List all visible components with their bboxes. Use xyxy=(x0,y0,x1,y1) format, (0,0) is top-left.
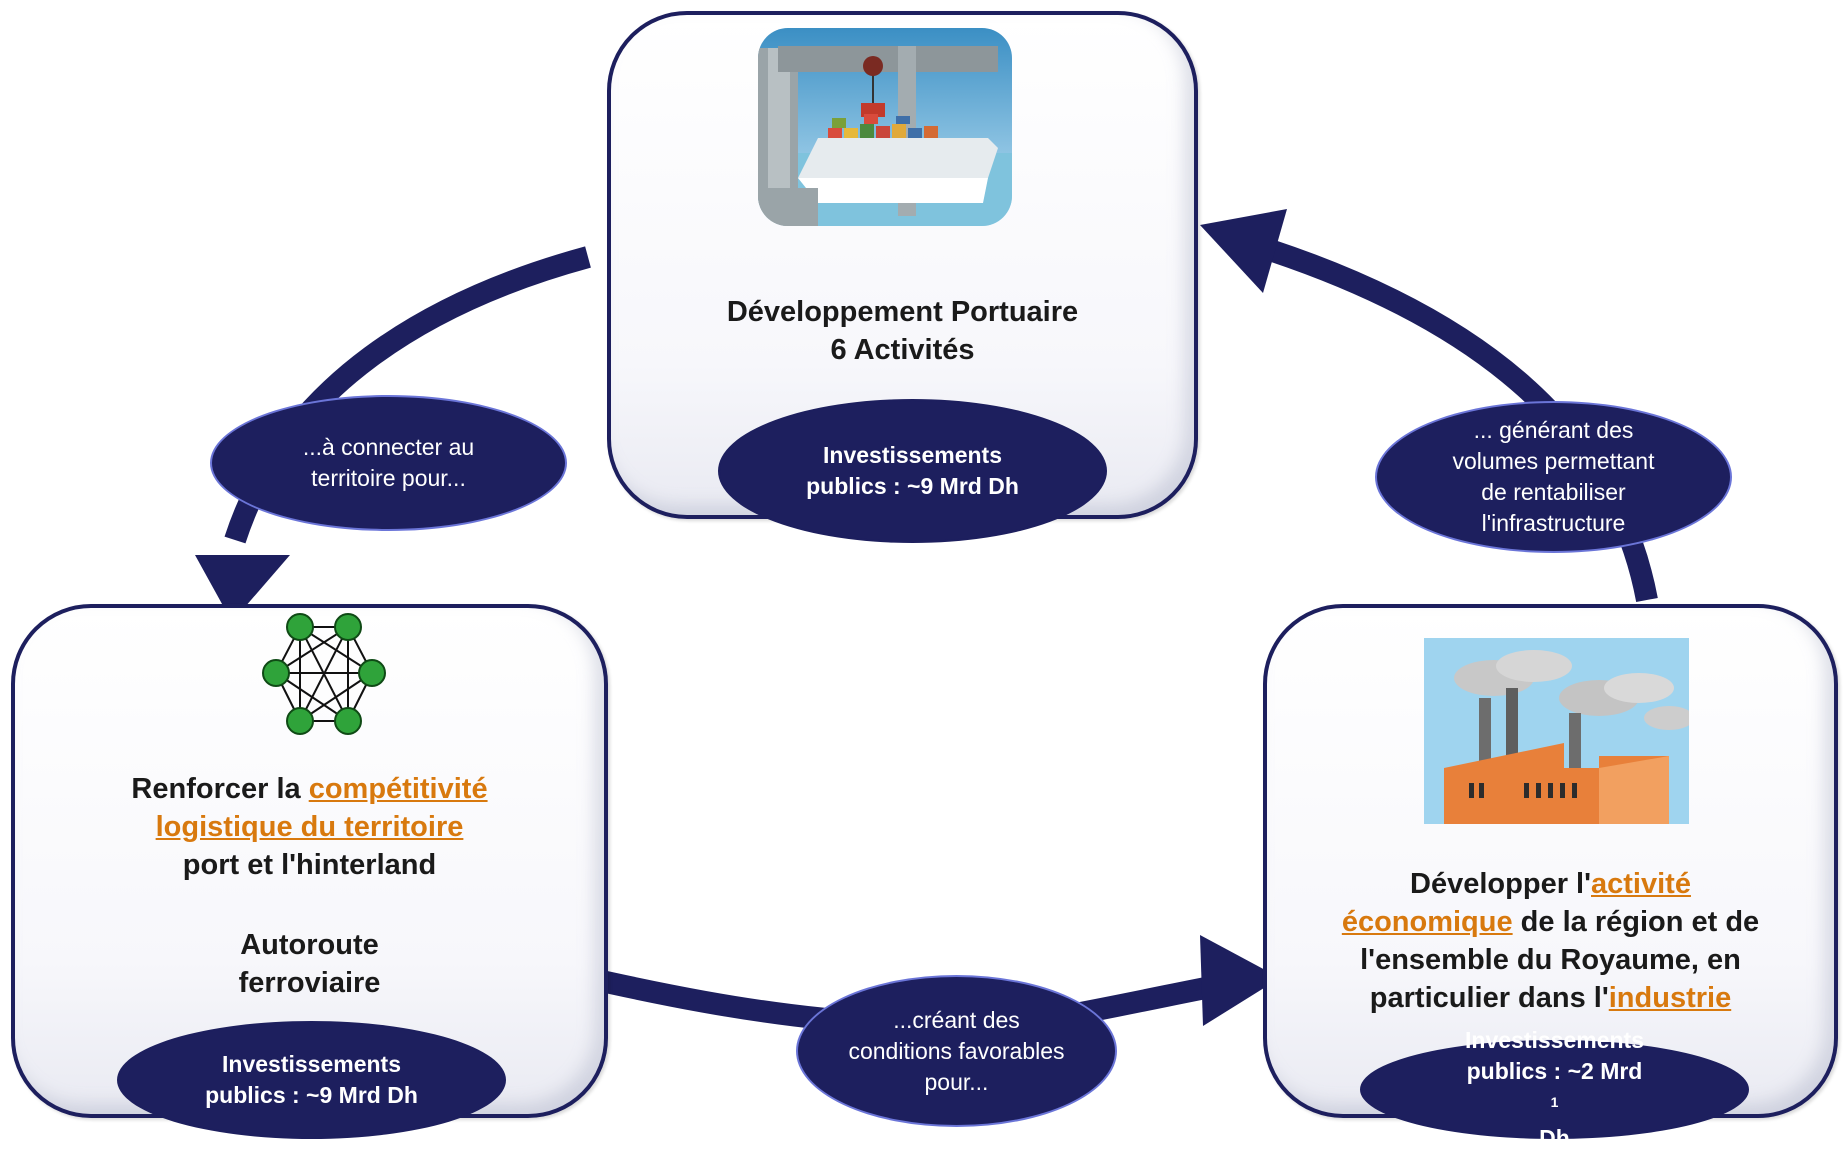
connector-right-line3: de rentabiliser xyxy=(1481,479,1626,505)
connector-left-line2: territoire pour... xyxy=(311,465,466,491)
connector-bottom-line3: pour... xyxy=(924,1068,989,1095)
node-economic-activity: Développer l'activité économique de la r… xyxy=(1263,604,1838,1118)
connector-right-line4: l'infrastructure xyxy=(1481,510,1626,536)
footnote-marker: 1 xyxy=(1550,1093,1559,1110)
right-invest-line1: Investissements xyxy=(1465,1026,1644,1053)
top-title-line2: 6 Activités xyxy=(830,334,975,366)
link-economique[interactable]: économique xyxy=(1341,906,1513,938)
top-invest-line2: publics : ~9 Mrd Dh xyxy=(806,473,1019,499)
arrowhead-top xyxy=(1200,209,1287,293)
connector-bottom-line2: conditions favorables xyxy=(848,1037,1065,1064)
link-industrie[interactable]: industrie xyxy=(1608,982,1732,1014)
left-sub-line2: ferroviaire xyxy=(238,967,381,999)
connector-right-line1: ... générant des xyxy=(1473,417,1634,443)
link-activite[interactable]: activité xyxy=(1591,868,1691,900)
right-title-prefix: Développer l' xyxy=(1410,868,1591,900)
arrowhead-left xyxy=(195,555,290,622)
connector-bottom-label: ...créant des conditions favorables pour… xyxy=(796,975,1117,1127)
left-invest-line1: Investissements xyxy=(222,1051,401,1077)
link-competitivite[interactable]: compétitivité xyxy=(308,773,488,805)
right-invest-line2-prefix: publics : ~2 Mrd xyxy=(1466,1057,1643,1084)
port-container-ship-image xyxy=(758,28,1012,226)
right-title-line2-rest: de la région et de xyxy=(1512,906,1760,938)
left-node-subtitle: Autoroute ferroviaire xyxy=(15,926,604,1002)
node-port-development: Développement Portuaire 6 Activités xyxy=(607,11,1198,519)
left-title-line3: port et l'hinterland xyxy=(182,849,437,881)
connector-bottom-line1: ...créant des xyxy=(893,1006,1020,1033)
right-title-line4-prefix: particulier dans l' xyxy=(1369,982,1609,1014)
connector-left-label: ...à connecter au territoire pour... xyxy=(210,395,567,531)
top-invest-line1: Investissements xyxy=(823,442,1002,468)
left-title-prefix: Renforcer la xyxy=(131,773,309,805)
left-investment-badge: Investissements publics : ~9 Mrd Dh xyxy=(117,1021,506,1139)
left-invest-line2: publics : ~9 Mrd Dh xyxy=(205,1082,418,1108)
connector-right-line2: volumes permettant xyxy=(1452,448,1655,474)
top-node-title: Développement Portuaire 6 Activités xyxy=(611,293,1194,369)
left-sub-line1: Autoroute xyxy=(240,929,379,961)
connector-left-line1: ...à connecter au xyxy=(302,434,475,460)
top-title-line1: Développement Portuaire xyxy=(726,296,1079,328)
arrowhead-right xyxy=(1200,935,1280,1026)
right-node-title: Développer l'activité économique de la r… xyxy=(1267,865,1834,1017)
network-mesh-icon xyxy=(244,609,404,749)
right-title-line3: l'ensemble du Royaume, en xyxy=(1360,944,1741,976)
node-logistics-competitiveness: Renforcer la compétitivité logistique du… xyxy=(11,604,608,1118)
top-investment-badge: Investissements publics : ~9 Mrd Dh xyxy=(718,399,1107,543)
link-logistique-territoire[interactable]: logistique du territoire xyxy=(155,811,464,843)
factory-image xyxy=(1424,638,1694,824)
connector-right-label: ... générant des volumes permettant de r… xyxy=(1375,401,1732,553)
left-node-title: Renforcer la compétitivité logistique du… xyxy=(15,770,604,884)
